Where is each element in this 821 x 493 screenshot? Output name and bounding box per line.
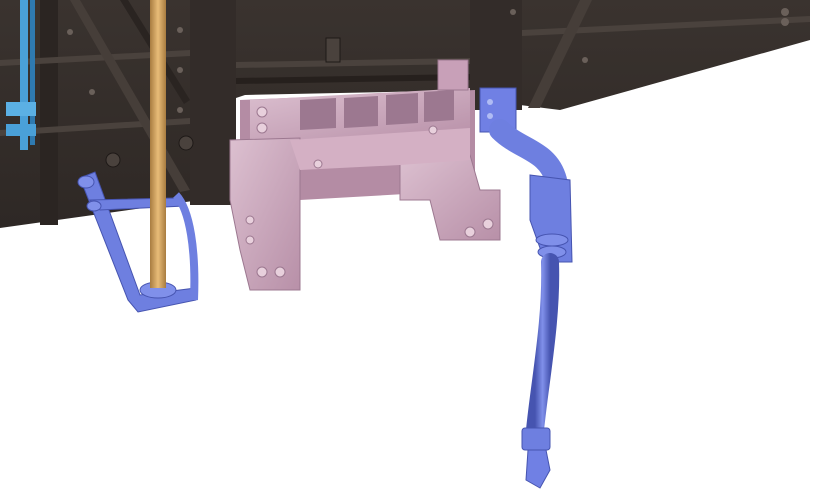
coupler-arch <box>290 128 470 170</box>
ladder <box>6 0 36 150</box>
rivet <box>177 67 183 73</box>
coupler-bolt <box>256 266 268 278</box>
lever-hanger <box>172 192 199 301</box>
car-body-rib <box>0 50 190 66</box>
car-body-brace <box>528 0 592 108</box>
ladder-bracket <box>6 102 36 116</box>
hose-plate-bolt <box>487 99 493 105</box>
coupler-bolt <box>428 125 438 135</box>
rivet <box>177 107 183 113</box>
bolt <box>178 135 194 151</box>
car-body-post <box>190 0 236 205</box>
coupler-pocket <box>424 90 454 122</box>
brake-hose <box>479 87 573 489</box>
coupler-leg-left <box>229 137 301 291</box>
hose-end-fitting <box>521 427 551 451</box>
ladder-rail <box>30 0 35 145</box>
coupler-bolt <box>245 215 255 225</box>
lever-eye <box>86 200 102 212</box>
rivet <box>177 27 183 33</box>
rivet <box>510 9 516 15</box>
car-body-rib <box>522 16 810 36</box>
lever-arm <box>88 197 186 211</box>
brake-rod-shaft <box>150 0 166 288</box>
car-body <box>0 0 810 228</box>
bolt <box>105 152 121 168</box>
coupler-top-bracket <box>437 59 469 91</box>
rivet <box>67 29 73 35</box>
rivet <box>89 89 95 95</box>
ladder-rail <box>20 0 28 150</box>
coupler-pocket <box>300 98 336 130</box>
coupler-leg-right <box>399 154 501 241</box>
coupler-pocket <box>344 96 378 128</box>
ladder-bracket <box>6 124 36 136</box>
rivet <box>781 18 789 26</box>
coupler-pocket <box>386 93 418 125</box>
hose-tube <box>526 253 560 439</box>
coupler-bolt <box>245 235 255 245</box>
brake-rod <box>150 0 166 288</box>
hose-angle-cock <box>489 119 567 191</box>
coupler-assembly <box>229 59 501 291</box>
rivet <box>781 8 789 16</box>
body-latch <box>325 37 341 63</box>
hose-ferrule <box>535 233 569 247</box>
coupler-bolt <box>256 106 268 118</box>
hose-plate-bolt <box>487 113 493 119</box>
car-body-rib <box>236 58 470 68</box>
car-body-post <box>40 0 58 225</box>
coupler-bolt <box>464 226 476 238</box>
coupler-bolt <box>274 266 286 278</box>
coupler-bolt <box>482 218 494 230</box>
car-body-rib <box>236 74 470 84</box>
rivet <box>582 57 588 63</box>
coupler-bolt <box>256 122 268 134</box>
hose-glad-hand <box>525 449 551 489</box>
coupler-bolt <box>313 159 323 169</box>
lever-eye <box>77 175 95 189</box>
